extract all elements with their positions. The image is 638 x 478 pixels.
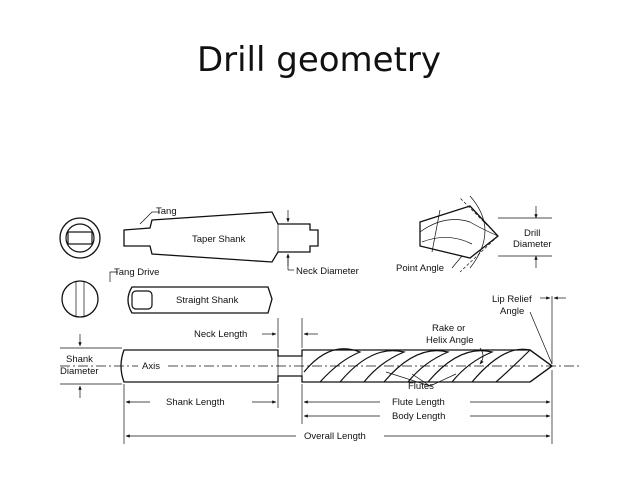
taper-shank-side-view — [123, 211, 319, 263]
label-lip-relief-1: Lip Relief — [492, 294, 532, 305]
main-drill — [120, 348, 554, 383]
label-straight-shank: Straight Shank — [176, 295, 239, 306]
label-flute-length: Flute Length — [392, 397, 445, 408]
label-drill-diameter-2: Diameter — [513, 239, 552, 250]
label-drill-diameter-1: Drill — [524, 228, 540, 239]
label-tang: Tang — [156, 206, 177, 217]
drill-point-detail — [419, 195, 552, 273]
label-body-length: Body Length — [392, 411, 445, 422]
label-shank-diameter-1: Shank — [66, 354, 93, 365]
label-shank-diameter-2: Diameter — [60, 366, 99, 377]
label-flutes: Flutes — [408, 381, 434, 392]
straight-shank-end-view — [61, 280, 99, 318]
label-tang-drive: Tang Drive — [114, 267, 159, 278]
taper-shank-end-view — [59, 217, 101, 259]
label-overall-length: Overall Length — [304, 431, 366, 442]
slide-title: Drill geometry — [196, 40, 442, 80]
straight-shank-side-view — [127, 286, 273, 314]
label-rake-1: Rake or — [432, 323, 465, 334]
tang-leader — [139, 211, 153, 225]
label-point-angle: Point Angle — [396, 263, 444, 274]
label-rake-2: Helix Angle — [426, 335, 474, 346]
label-taper-shank: Taper Shank — [192, 234, 246, 245]
label-neck-length: Neck Length — [194, 329, 247, 340]
label-lip-relief-2: Angle — [500, 306, 524, 317]
label-neck-diameter: Neck Diameter — [296, 266, 359, 277]
label-axis: Axis — [142, 361, 160, 372]
label-shank-length: Shank Length — [166, 397, 225, 408]
